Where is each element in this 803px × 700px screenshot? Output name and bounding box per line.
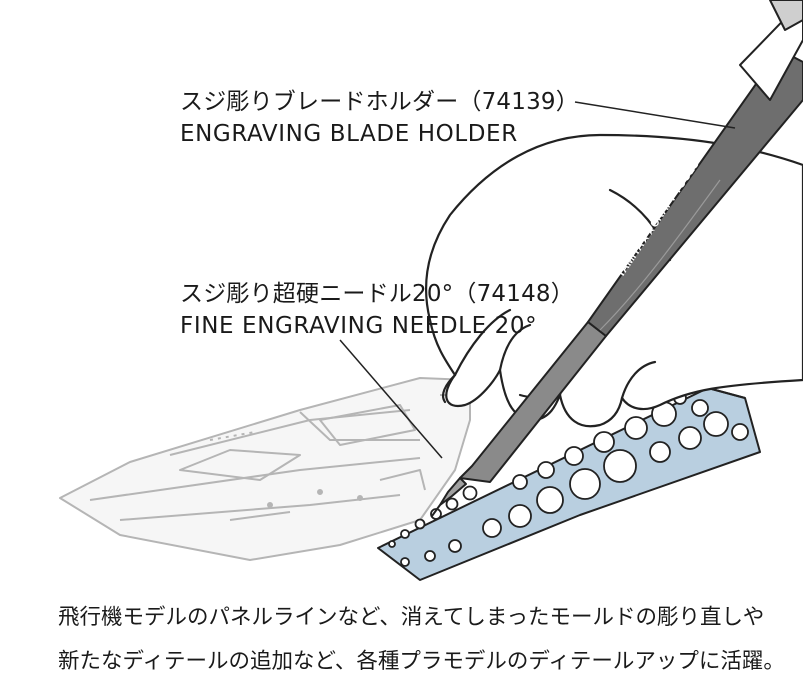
leader-lines <box>339 101 736 459</box>
template-hole <box>388 540 396 548</box>
holder-label-jp: スジ彫りブレードホルダー（74139） <box>180 89 579 115</box>
holder-label-en: ENGRAVING BLADE HOLDER <box>180 121 518 147</box>
template-hole <box>678 426 702 450</box>
template-hole <box>462 485 478 501</box>
template-hole <box>414 518 426 530</box>
template-hole <box>691 399 709 417</box>
needle-label-jp: スジ彫り超硬ニードル20°（74148） <box>180 281 574 307</box>
template-hole <box>624 416 648 440</box>
needle-label: スジ彫り超硬ニードル20°（74148） FINE ENGRAVING NEED… <box>180 278 574 342</box>
description-caption: 飛行機モデルのパネルラインなど、消えてしまったモールドの彫り直しや 新たなディテ… <box>58 596 785 684</box>
template-hole <box>445 497 459 511</box>
holder-leader-line <box>574 101 736 129</box>
template-hole <box>603 449 637 483</box>
holder-label: スジ彫りブレードホルダー（74139） ENGRAVING BLADE HOLD… <box>180 86 579 150</box>
template-hole <box>703 411 729 437</box>
template-holes <box>388 391 749 567</box>
template-hole <box>512 474 528 490</box>
caption-line-2: 新たなディテールの追加など、各種プラモデルのディテールアップに活躍。 <box>58 649 785 674</box>
needle-leader-line <box>339 339 443 459</box>
template-hole <box>564 446 584 466</box>
template-hole <box>536 486 564 514</box>
template-hole <box>400 557 410 567</box>
template-hole <box>649 441 671 463</box>
template-hole <box>569 468 601 500</box>
template-hole <box>424 550 436 562</box>
template-hole <box>482 518 502 538</box>
engraving-tool <box>431 0 803 517</box>
template-hole <box>400 529 410 539</box>
template-hole <box>537 461 555 479</box>
template-hole <box>448 539 462 553</box>
template-hole <box>508 504 532 528</box>
needle-label-en: FINE ENGRAVING NEEDLE 20° <box>180 313 538 339</box>
template-hole <box>731 423 749 441</box>
caption-line-1: 飛行機モデルのパネルラインなど、消えてしまったモールドの彫り直しや <box>58 605 765 630</box>
template-hole <box>593 431 615 453</box>
